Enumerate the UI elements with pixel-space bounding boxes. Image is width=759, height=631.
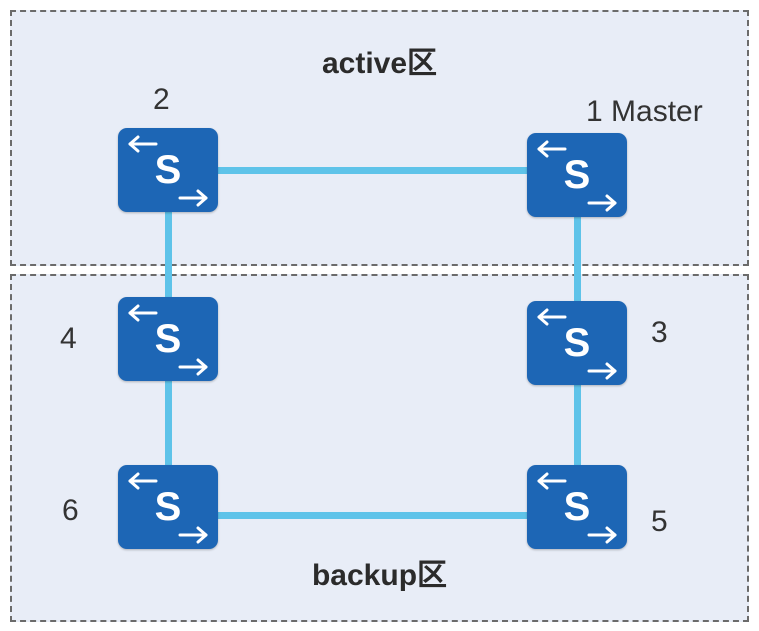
switch-icon [128,135,208,207]
link-6-5 [215,512,533,519]
switch-label-2: 2 [153,83,170,116]
switch-6[interactable]: S [118,465,218,549]
switch-icon [537,308,617,380]
link-4-6 [165,373,172,473]
switch-5[interactable]: S [527,465,627,549]
link-1-3 [574,208,581,306]
switch-glyph: S [563,484,591,529]
switch-icon [537,472,617,544]
switch-glyph: S [563,320,591,365]
switch-label-5: 5 [651,505,668,538]
link-2-4 [165,205,172,305]
switch-icon [128,304,208,376]
backup-zone-title: backup区 [311,559,448,592]
switch-glyph: S [154,484,182,529]
switch-glyph: S [154,316,182,361]
link-2-1 [215,167,533,174]
switch-4[interactable]: S [118,297,218,381]
switch-1[interactable]: S [527,133,627,217]
switch-3[interactable]: S [527,301,627,385]
switch-glyph: S [154,147,182,192]
switch-2[interactable]: S [118,128,218,212]
active-zone-title: active区 [321,47,438,80]
switch-label-3: 3 [651,316,668,349]
switch-label-6: 6 [62,494,79,527]
switch-glyph: S [563,152,591,197]
switch-label-1: 1 Master [586,95,703,128]
link-3-5 [574,378,581,471]
switch-icon [537,140,617,212]
switch-icon [128,472,208,544]
switch-label-4: 4 [60,322,77,355]
